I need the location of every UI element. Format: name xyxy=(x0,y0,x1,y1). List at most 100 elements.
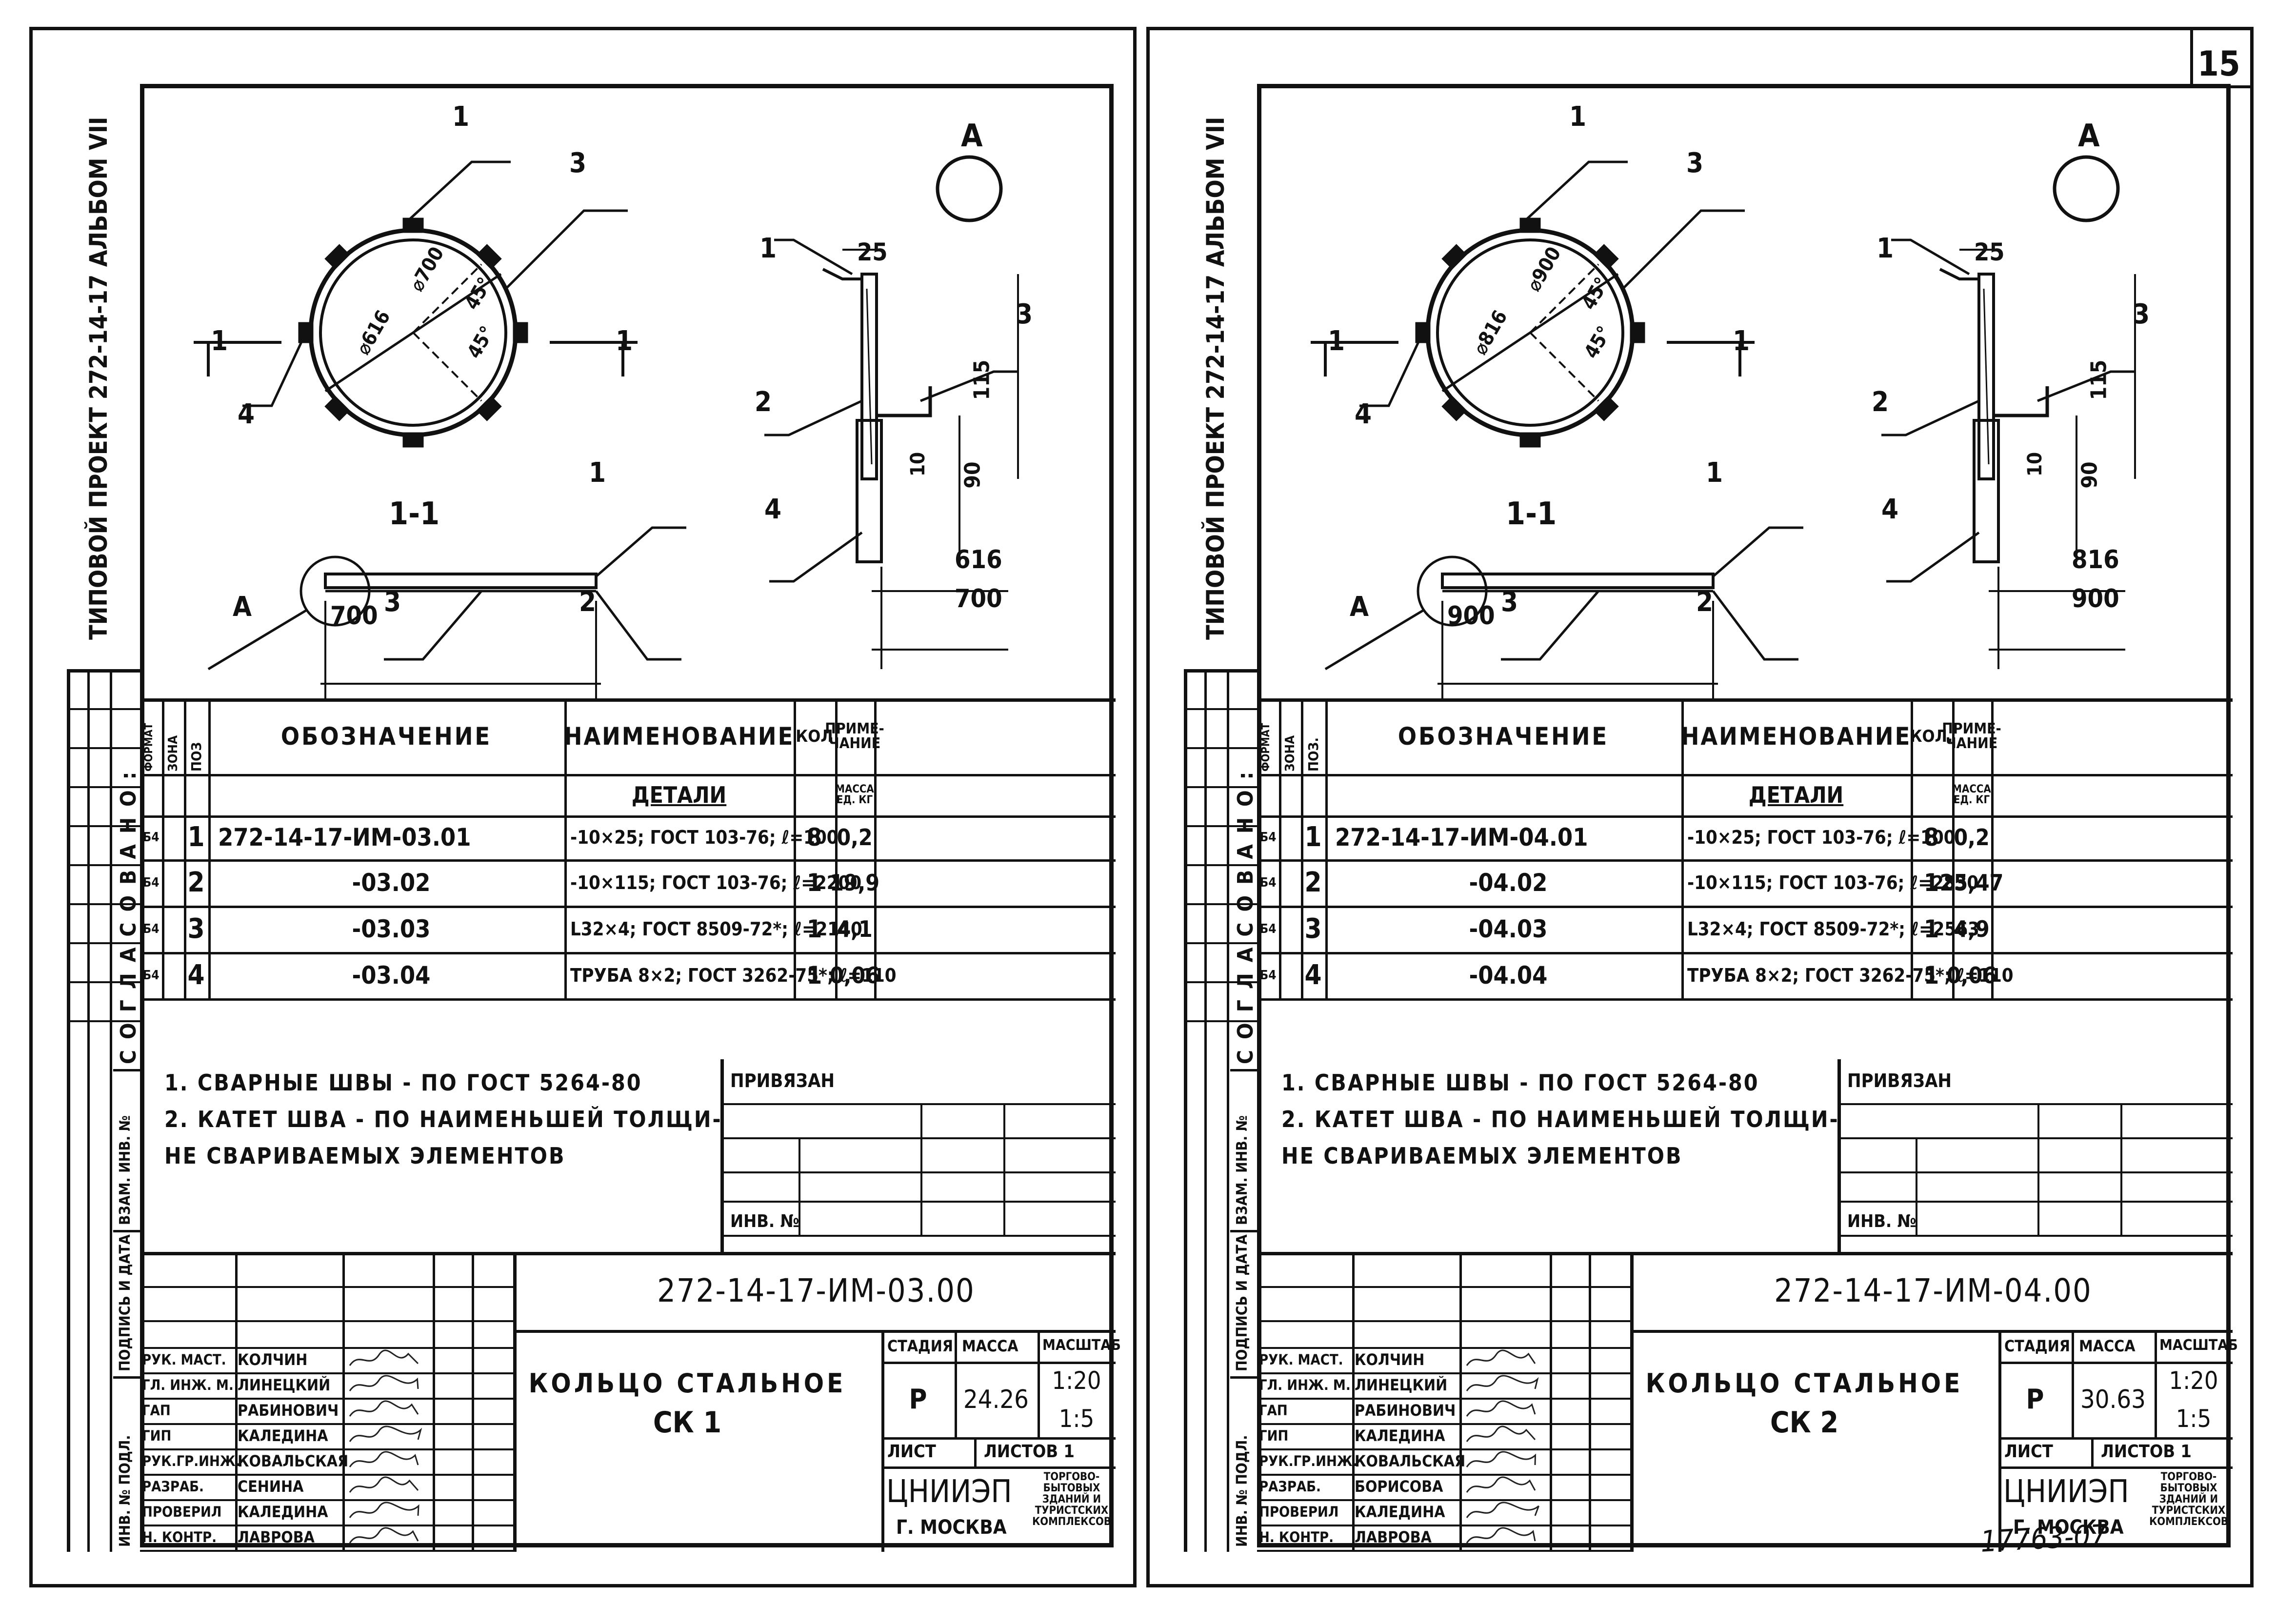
leader-pos3 xyxy=(505,209,628,290)
stamp-info-row xyxy=(881,1466,1116,1469)
detail-pos3-label: 3 xyxy=(2133,298,2150,330)
detail-pos1-label: 1 xyxy=(759,233,777,264)
detail-pipe xyxy=(856,419,883,563)
row-designation: -03.04 xyxy=(352,961,431,990)
detail-hatch xyxy=(866,288,873,465)
stamp-grid-row xyxy=(1257,1372,1630,1374)
row-pos: 3 xyxy=(187,912,205,945)
signature-stroke xyxy=(1466,1476,1536,1493)
binding-col xyxy=(920,1103,922,1235)
general-note: 2. КАТЕТ ШВА - ПО НАИМЕНЬШЕЙ ТОЛЩИ- xyxy=(1281,1106,1839,1132)
col-zone-header: ЗОНА xyxy=(166,735,180,772)
binding-col xyxy=(1003,1103,1005,1235)
stamp-role: ПРОВЕРИЛ xyxy=(142,1503,222,1520)
spec-table-col-line xyxy=(1911,698,1913,998)
handwritten-signature xyxy=(349,1400,419,1417)
document-code: 272-14-17-ИМ-04.00 xyxy=(1774,1272,2092,1309)
stamp-person-name: КОЛЧИН xyxy=(1355,1350,1425,1369)
section-callout-label: A xyxy=(233,591,252,623)
row-note: 0,2 xyxy=(837,824,873,851)
stamp-role: РАЗРАБ. xyxy=(142,1478,204,1495)
row-name: -10×25; ГОСТ 103-76; ℓ=100 xyxy=(570,827,839,848)
stamp-grid-row xyxy=(140,1448,513,1450)
stamp-role: ГАП xyxy=(142,1402,171,1419)
spec-table-col-line xyxy=(208,698,211,998)
side-field-sep xyxy=(1230,1376,1257,1379)
detail-flat-bar xyxy=(822,268,862,280)
stamp-info-col xyxy=(955,1330,957,1437)
ring-lug xyxy=(324,396,350,421)
ring-lug xyxy=(1630,322,1645,343)
side-field-row xyxy=(1184,1020,1257,1022)
stamp-info-row xyxy=(881,1362,1116,1364)
side-field-left xyxy=(1184,669,1187,1552)
row-designation: -04.02 xyxy=(1469,868,1548,897)
row-name: -10×115; ГОСТ 103-76; ℓ=2200 xyxy=(570,871,862,893)
stamp-role: ГЛ. ИНЖ. М. xyxy=(1259,1376,1351,1393)
section-pos1-label: 1 xyxy=(589,457,606,489)
detail-leader-pos2 xyxy=(1881,399,1980,436)
side-field-top xyxy=(1184,669,1257,673)
side-field-sep xyxy=(113,1230,140,1232)
stamp-info-col xyxy=(2072,1330,2074,1437)
product-mark: СК 1 xyxy=(653,1406,722,1440)
stamp-grid-row xyxy=(140,1320,513,1322)
stamp-info-divider xyxy=(881,1330,884,1552)
detail-callout-circle xyxy=(1417,555,1488,627)
col-designation-header: ОБОЗНАЧЕНИЕ xyxy=(280,722,492,751)
plan-pos3-label: 3 xyxy=(1686,147,1704,179)
ring-lug xyxy=(1441,244,1467,270)
agreed-label: СОГЛАСОВАНО: xyxy=(116,761,141,1064)
spec-table-row-line xyxy=(1257,859,2233,862)
spec-table-col-line xyxy=(1681,698,1684,998)
side-field-sep xyxy=(113,1069,140,1071)
signature-stroke xyxy=(349,1400,419,1417)
row-pos: 1 xyxy=(1304,821,1322,853)
detail-dim-top: 25 xyxy=(1974,238,2005,266)
signature-stroke xyxy=(349,1527,419,1544)
plan-pos1-label: 1 xyxy=(452,101,470,133)
stamp-grid-row xyxy=(140,1372,513,1374)
col-qty-header: КОЛ. xyxy=(1910,726,1953,746)
signature-stroke xyxy=(1466,1502,1539,1518)
row-qty: 1 xyxy=(1923,868,1939,897)
ring-lug xyxy=(513,322,528,343)
detail-dim-90: 90 xyxy=(960,461,985,489)
section-leader-pos3 xyxy=(384,590,482,661)
plan-cut-label-left: 1 xyxy=(211,325,228,357)
section-leader-pos2 xyxy=(1712,590,1798,661)
binding-row xyxy=(720,1137,1116,1139)
scale-value-2: 1:5 xyxy=(2176,1405,2212,1433)
section-width-dim: 700 xyxy=(330,601,378,631)
stamp-person-name: КОВАЛЬСКАЯ xyxy=(1355,1452,1466,1470)
stamp-info-row xyxy=(1998,1437,2233,1440)
ring-lug xyxy=(324,244,350,270)
row-format: Б4 xyxy=(1259,830,1277,845)
sign-date-label: ПОДПИСЬ И ДАТА xyxy=(1234,1234,1251,1371)
handwritten-signature xyxy=(1466,1349,1536,1366)
spec-table-row-line xyxy=(140,859,1116,862)
general-note: НЕ СВАРИВАЕМЫХ ЭЛЕМЕНТОВ xyxy=(164,1143,566,1169)
row-designation: -04.03 xyxy=(1469,914,1548,943)
row-qty: 1 xyxy=(806,914,822,943)
handwritten-signature xyxy=(349,1426,422,1442)
organization-subtitle: ТОРГОВО-БЫТОВЫХ ЗДАНИЙ И ТУРИСТСКИХ КОМП… xyxy=(2149,1471,2228,1528)
side-field-sep xyxy=(1230,1069,1257,1071)
side-field-top xyxy=(67,669,140,673)
stamp-grid-row xyxy=(140,1286,513,1288)
spec-table-col-line xyxy=(1325,698,1328,998)
row-pos: 1 xyxy=(187,821,205,853)
binding-inv-label: ИНВ. № xyxy=(730,1211,799,1231)
stamp-grid-row xyxy=(1257,1550,1630,1552)
stamp-grid-row xyxy=(1257,1423,1630,1425)
spec-table-col-line xyxy=(564,698,567,998)
stamp-grid-row xyxy=(140,1252,513,1254)
side-field-row xyxy=(67,708,140,710)
handwritten-signature xyxy=(349,1349,419,1366)
section-pos3-label: 3 xyxy=(1501,586,1518,618)
col-note-header: ПРИМЕ-ЧАНИЕ xyxy=(825,720,884,752)
binding-col xyxy=(1916,1137,1917,1235)
row-qty: 8 xyxy=(1923,823,1939,852)
side-field-sep xyxy=(113,1376,140,1379)
